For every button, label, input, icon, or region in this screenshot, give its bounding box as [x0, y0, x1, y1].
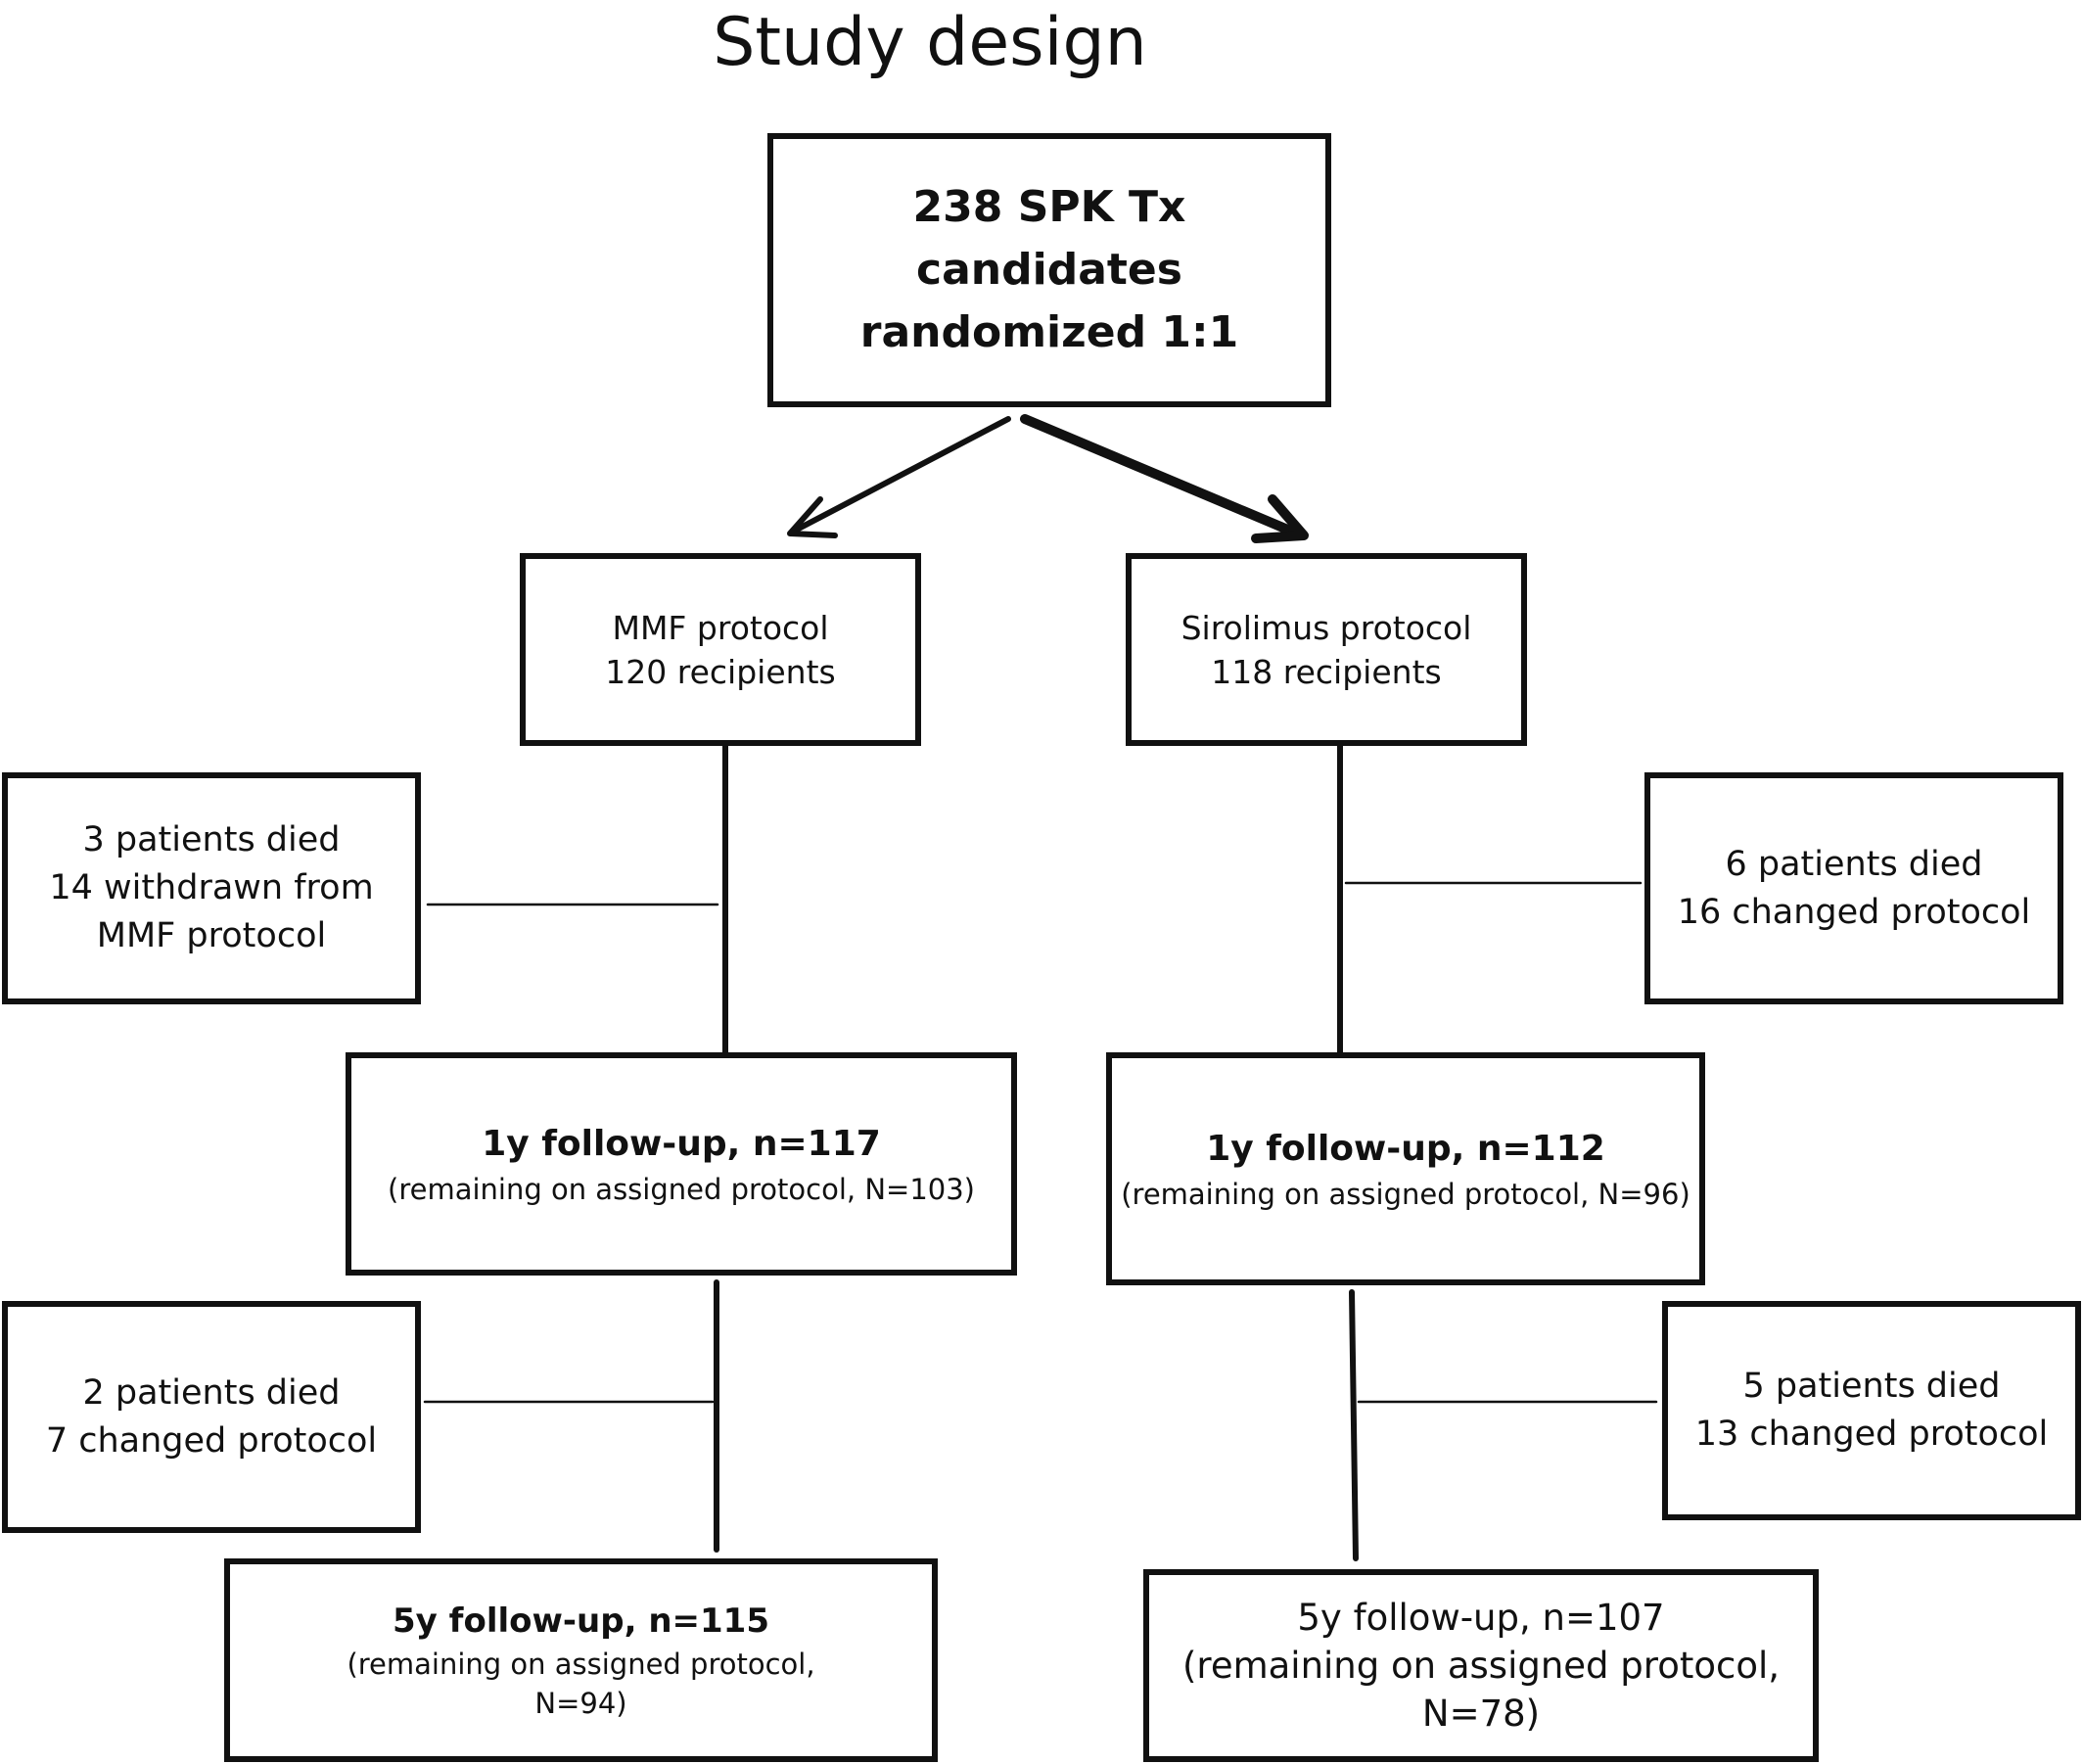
mmf-loss-1y-box: 3 patients died 14 withdrawn from MMF pr… — [2, 772, 421, 1004]
sirolimus-loss-5y-box: 5 patients died 13 changed protocol — [1662, 1301, 2081, 1520]
sirolimus-followup-5y-count: 5y follow-up, n=107 — [1297, 1597, 1665, 1639]
mmf-loss-5y-box: 2 patients died 7 changed protocol — [2, 1301, 421, 1533]
mmf-followup-5y-remaining: (remaining on assigned protocol, — [347, 1648, 815, 1681]
sirolimus-loss-1y-died: 6 patients died — [1725, 844, 1983, 884]
mmf-protocol-label: MMF protocol — [612, 608, 829, 647]
arrow-head-sirolimus — [1251, 494, 1309, 543]
mmf-recipients-count: 120 recipients — [605, 652, 836, 691]
arrow-head-mmf — [787, 496, 838, 538]
mmf-followup-1y-count: 1y follow-up, n=117 — [482, 1124, 881, 1164]
mmf-followup-5y-count: 5y follow-up, n=115 — [393, 1598, 769, 1645]
mmf-loss-5y-changed: 7 changed protocol — [45, 1420, 378, 1461]
diagram-title: Study design — [713, 4, 1147, 81]
mmf-followup-5y-box: 5y follow-up, n=115 (remaining on assign… — [224, 1558, 938, 1762]
sirolimus-followup-1y-count: 1y follow-up, n=112 — [1206, 1129, 1605, 1169]
mmf-loss-1y-protocol: MMF protocol — [96, 916, 327, 955]
mmf-loss-5y-died: 2 patients died — [82, 1372, 341, 1413]
sirolimus-loss-5y-died: 5 patients died — [1742, 1367, 2001, 1406]
sirolimus-loss-1y-box: 6 patients died 16 changed protocol — [1644, 772, 2063, 1004]
sirolimus-followup-5y-box: 5y follow-up, n=107 (remaining on assign… — [1143, 1569, 1819, 1762]
sirolimus-trunk-lower — [1349, 1289, 1359, 1561]
arrow-to-sirolimus — [1020, 414, 1302, 538]
sirolimus-followup-5y-remaining-n: N=78) — [1421, 1693, 1541, 1735]
mmf-followup-5y-period: 5y — [393, 1602, 438, 1641]
sirolimus-loss-5y-changed: 13 changed protocol — [1694, 1415, 2049, 1454]
mmf-followup-5y-remaining-n: N=94) — [534, 1687, 627, 1720]
sirolimus-loss-1y-changed: 16 changed protocol — [1677, 892, 2031, 932]
mmf-followup-1y-box: 1y follow-up, n=117 (remaining on assign… — [346, 1052, 1017, 1276]
sirolimus-protocol-label: Sirolimus protocol — [1180, 608, 1472, 647]
mmf-loss-1y-withdrawn: 14 withdrawn from — [49, 868, 374, 907]
randomization-line1: 238 SPK Tx candidates — [912, 182, 1186, 295]
sirolimus-protocol-box: Sirolimus protocol 118 recipients — [1126, 553, 1527, 746]
sirolimus-followup-1y-box: 1y follow-up, n=112 (remaining on assign… — [1106, 1052, 1705, 1285]
mmf-followup-1y-remaining: (remaining on assigned protocol, N=103) — [388, 1173, 975, 1206]
sirolimus-followup-5y-remaining: (remaining on assigned protocol, — [1181, 1645, 1780, 1687]
randomization-line2: randomized 1:1 — [859, 307, 1239, 357]
mmf-loss-1y-died: 3 patients died — [82, 820, 341, 859]
sirolimus-recipients-count: 118 recipients — [1211, 652, 1442, 691]
sirolimus-followup-1y-remaining: (remaining on assigned protocol, N=96) — [1121, 1178, 1690, 1211]
mmf-protocol-box: MMF protocol 120 recipients — [520, 553, 921, 746]
arrow-to-mmf — [792, 416, 1011, 534]
randomization-box: 238 SPK Tx candidates randomized 1:1 — [767, 133, 1331, 407]
mmf-followup-5y-n: follow-up, n=115 — [437, 1602, 769, 1641]
